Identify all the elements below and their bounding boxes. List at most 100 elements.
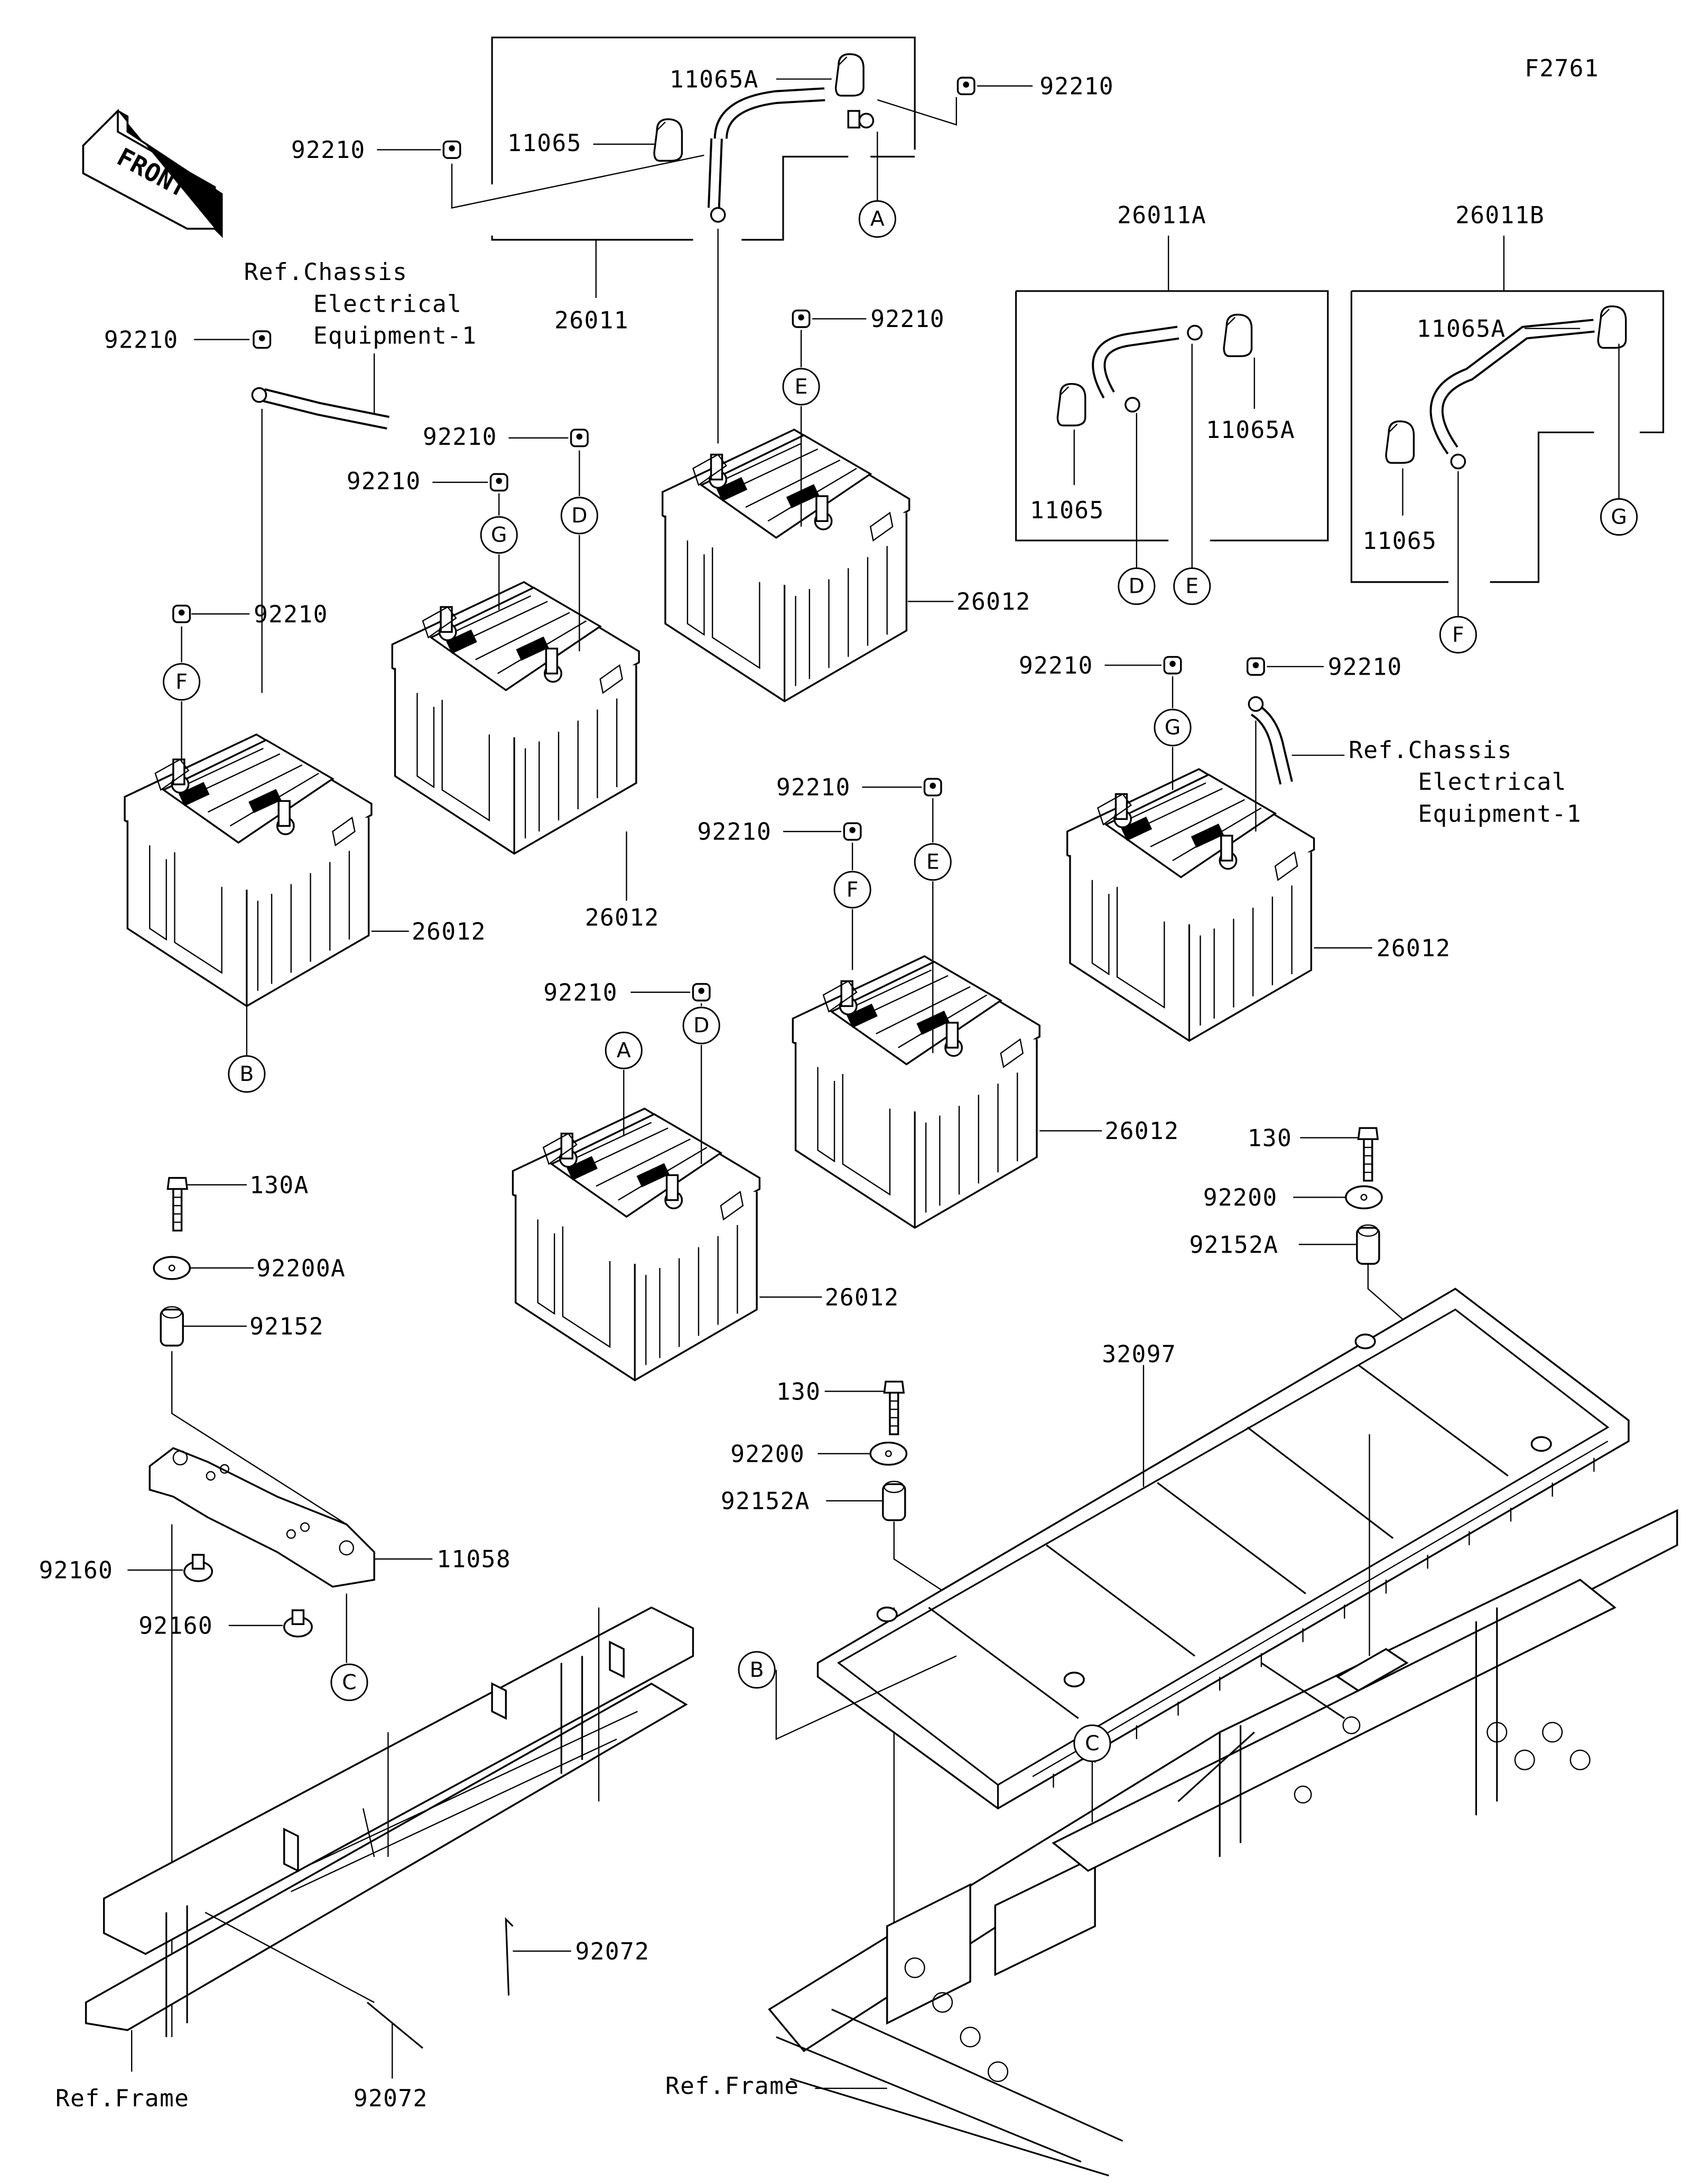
label-92072: 92072 [354, 2085, 428, 2112]
callout-G [480, 516, 518, 554]
callout-B [228, 1055, 266, 1093]
cable-group-26011A: 26011A 11065A 11065 D E [1015, 201, 1329, 605]
svg-text:B: B [750, 1658, 764, 1682]
nut-icon [570, 428, 589, 447]
svg-text:F: F [1452, 622, 1464, 647]
callout-A [858, 200, 896, 238]
bolt-icon [1357, 1127, 1379, 1182]
svg-text:D: D [571, 503, 587, 528]
label-26012: 26012 [412, 918, 486, 945]
svg-text:G: G [1165, 715, 1181, 740]
label-ref-frame-left: Ref.Frame [55, 2085, 189, 2112]
frame-left: Ref.Frame 92072 92072 [55, 1606, 694, 2112]
svg-text:F: F [847, 878, 859, 902]
label-92072: 92072 [575, 1938, 650, 1965]
svg-text:C: C [1085, 1731, 1099, 1756]
label-26012: 26012 [585, 904, 659, 931]
label-92210: 92210 [870, 305, 945, 333]
svg-text:Ref.Chassis: Ref.Chassis [244, 258, 408, 286]
label-11065-top: 11065 [507, 129, 582, 157]
battery-terminal-cover-icon [834, 53, 865, 97]
label-26012: 26012 [1377, 935, 1451, 962]
collar-icon [1356, 1224, 1380, 1265]
label-92210: 92210 [543, 979, 618, 1006]
bolt-icon [883, 1380, 905, 1435]
ref-chassis-left: Ref.Chassis Electrical Equipment-1 92210 [104, 258, 476, 693]
nut-icon [172, 604, 191, 623]
svg-text:D: D [1129, 574, 1145, 599]
label-26011: 26011 [554, 307, 629, 334]
grommet-icon [283, 1609, 313, 1638]
battery-2 [391, 581, 640, 855]
svg-text:G: G [491, 523, 507, 547]
battery-4 [1066, 768, 1315, 1042]
nut-icon [923, 778, 942, 797]
callout-D [682, 1006, 720, 1044]
svg-text:Ref.Chassis: Ref.Chassis [1349, 736, 1512, 764]
label-26012: 26012 [956, 588, 1031, 615]
callout-G [1154, 708, 1192, 746]
ref-chassis-right: Ref.Chassis Electrical Equipment-1 [1349, 736, 1582, 828]
svg-text:Equipment-1: Equipment-1 [1418, 800, 1582, 828]
battery-terminal-cover-icon [1597, 305, 1627, 349]
label-26011B: 26011B [1455, 201, 1545, 229]
bolt-icon [166, 1177, 188, 1232]
label-92160: 92160 [138, 1612, 213, 1640]
nut-icon [692, 983, 711, 1002]
callout-B [738, 1651, 776, 1689]
label-ref-frame-right: Ref.Frame [665, 2072, 799, 2099]
cable-group-26011: 26011 11065A 11065 92210 92210 A [291, 36, 1114, 444]
callout-F [1439, 615, 1477, 654]
label-32097: 32097 [1102, 1340, 1176, 1368]
battery-tray: 32097 B [738, 1287, 1630, 1810]
hold-down-left: 130A 92200A 92152 11058 92160 92160 C [39, 1171, 511, 2037]
svg-text:F: F [175, 670, 188, 694]
label-26011A: 26011A [1117, 201, 1206, 229]
label-92210: 92210 [1039, 72, 1114, 100]
washer-icon [1345, 1185, 1383, 1210]
callout-C [1073, 1724, 1111, 1762]
label-11065-b: 11065 [1362, 527, 1437, 555]
collar-icon [882, 1480, 906, 1522]
collar-icon [160, 1305, 184, 1347]
nut-icon [442, 140, 461, 159]
label-130: 130 [776, 1378, 821, 1405]
label-26012: 26012 [1104, 1117, 1179, 1145]
label-130: 130 [1248, 1124, 1292, 1152]
label-92210: 92210 [423, 423, 497, 451]
svg-text:E: E [1185, 574, 1198, 599]
callout-G [1600, 498, 1638, 536]
battery-terminal-cover-icon [1223, 313, 1253, 357]
svg-text:D: D [693, 1013, 709, 1038]
front-arrow-icon: FRONT [82, 108, 223, 238]
label-92210: 92210 [697, 818, 772, 846]
callout-C [330, 1663, 368, 1701]
battery-clamp-icon [148, 1447, 375, 1588]
label-92210: 92210 [1019, 652, 1093, 679]
battery-6 [512, 1107, 761, 1382]
battery-terminal-cover-icon [653, 118, 683, 162]
label-92210: 92210 [347, 468, 421, 495]
svg-text:Electrical: Electrical [1418, 768, 1566, 796]
nut-icon [253, 330, 272, 349]
grommet-icon [183, 1554, 213, 1582]
battery-3 [662, 428, 910, 703]
label-26012: 26012 [825, 1284, 899, 1311]
nut-icon [1246, 657, 1265, 676]
label-92210: 92210 [104, 326, 179, 353]
label-92210: 92210 [1328, 653, 1402, 680]
nut-icon [792, 309, 811, 328]
nut-icon [956, 77, 975, 96]
nut-icon [489, 473, 508, 492]
svg-text:E: E [926, 850, 940, 874]
callout-D [560, 497, 598, 535]
callout-E [1173, 567, 1211, 605]
svg-text:G: G [1611, 505, 1627, 529]
svg-text:A: A [870, 207, 885, 231]
label-11058: 11058 [436, 1546, 511, 1573]
label-92152: 92152 [249, 1313, 324, 1340]
label-11065A-top: 11065A [670, 66, 759, 93]
label-92160: 92160 [39, 1557, 113, 1584]
